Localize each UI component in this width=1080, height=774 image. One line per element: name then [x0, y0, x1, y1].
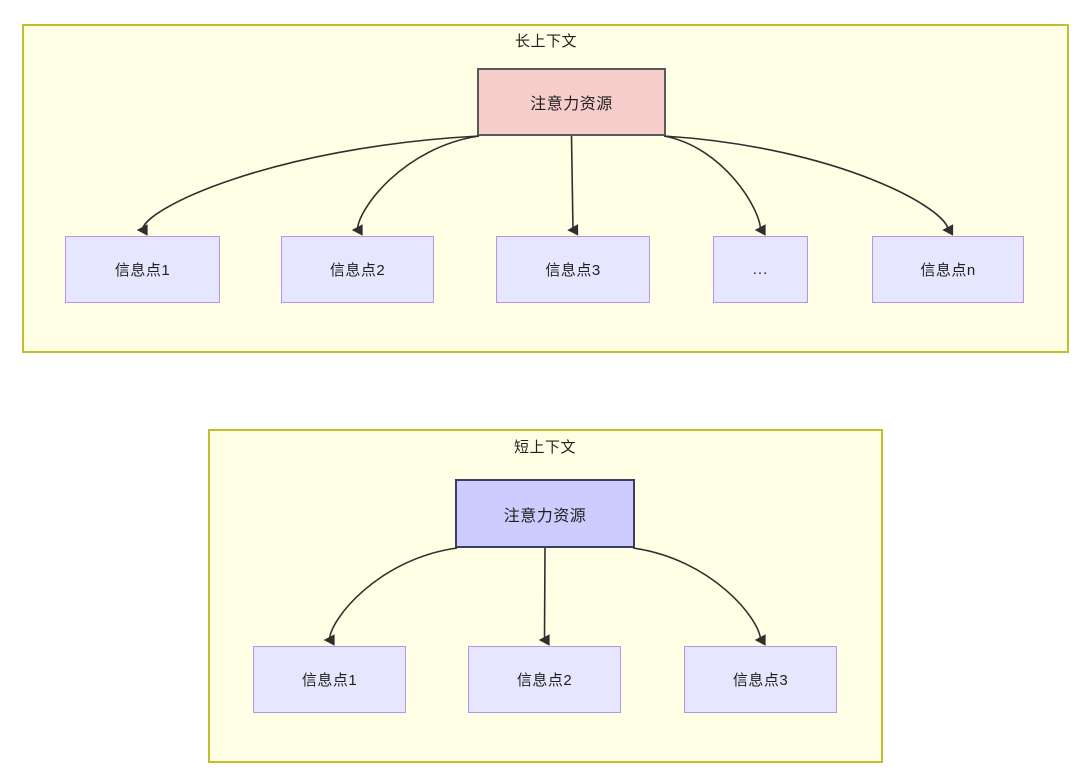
node-info-point-1-long[interactable]: 信息点1 — [65, 236, 220, 303]
node-attention-resource-short[interactable]: 注意力资源 — [455, 479, 635, 548]
node-attention-resource-long[interactable]: 注意力资源 — [477, 68, 666, 136]
node-info-point-n-long[interactable]: 信息点n — [872, 236, 1024, 303]
node-info-point-1-short[interactable]: 信息点1 — [253, 646, 406, 713]
panel-long-context-title: 长上下文 — [514, 33, 577, 50]
node-info-point-2-long[interactable]: 信息点2 — [281, 236, 434, 303]
node-info-point-ellipsis-long[interactable]: ... — [713, 236, 808, 303]
node-info-point-3-short[interactable]: 信息点3 — [684, 646, 837, 713]
node-info-point-3-long[interactable]: 信息点3 — [496, 236, 650, 303]
panel-short-context-title: 短上下文 — [513, 439, 576, 456]
node-info-point-2-short[interactable]: 信息点2 — [468, 646, 621, 713]
